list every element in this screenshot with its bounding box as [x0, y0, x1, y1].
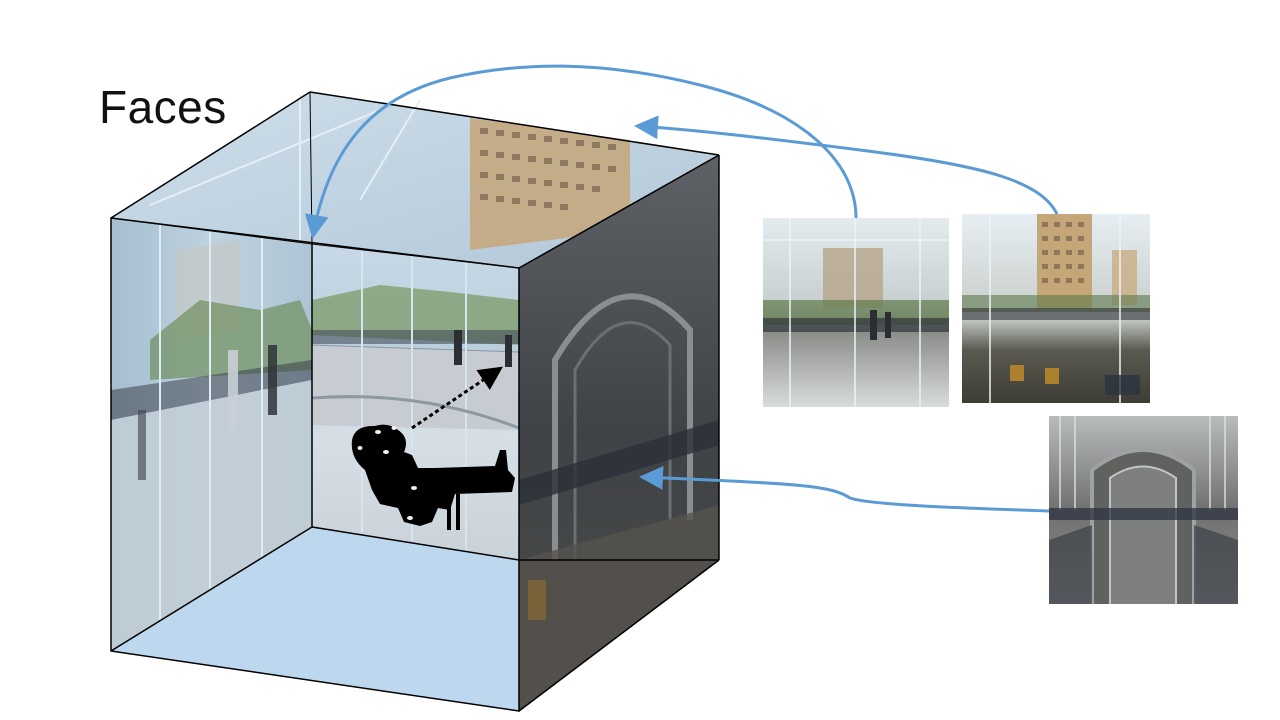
- arrow-front-to-left-face: [304, 64, 858, 239]
- cube-floor-face: [111, 527, 519, 711]
- slide-title: Faces: [99, 81, 227, 133]
- cube-right-face: [519, 155, 719, 711]
- cube-edges: [110, 91, 720, 712]
- cube-top-face: [111, 92, 719, 268]
- view-direction-arrow: [411, 366, 503, 430]
- arrow-side-to-top-face: [634, 115, 1059, 215]
- face-thumbnail-front: [763, 218, 949, 407]
- cube-left-face: [111, 218, 312, 651]
- face-thumbnail-side: [962, 214, 1150, 403]
- face-thumbnail-down: [1049, 416, 1238, 604]
- arrow-down-to-right-face: [639, 465, 1050, 513]
- viewer-silhouette-icon: [351, 424, 515, 530]
